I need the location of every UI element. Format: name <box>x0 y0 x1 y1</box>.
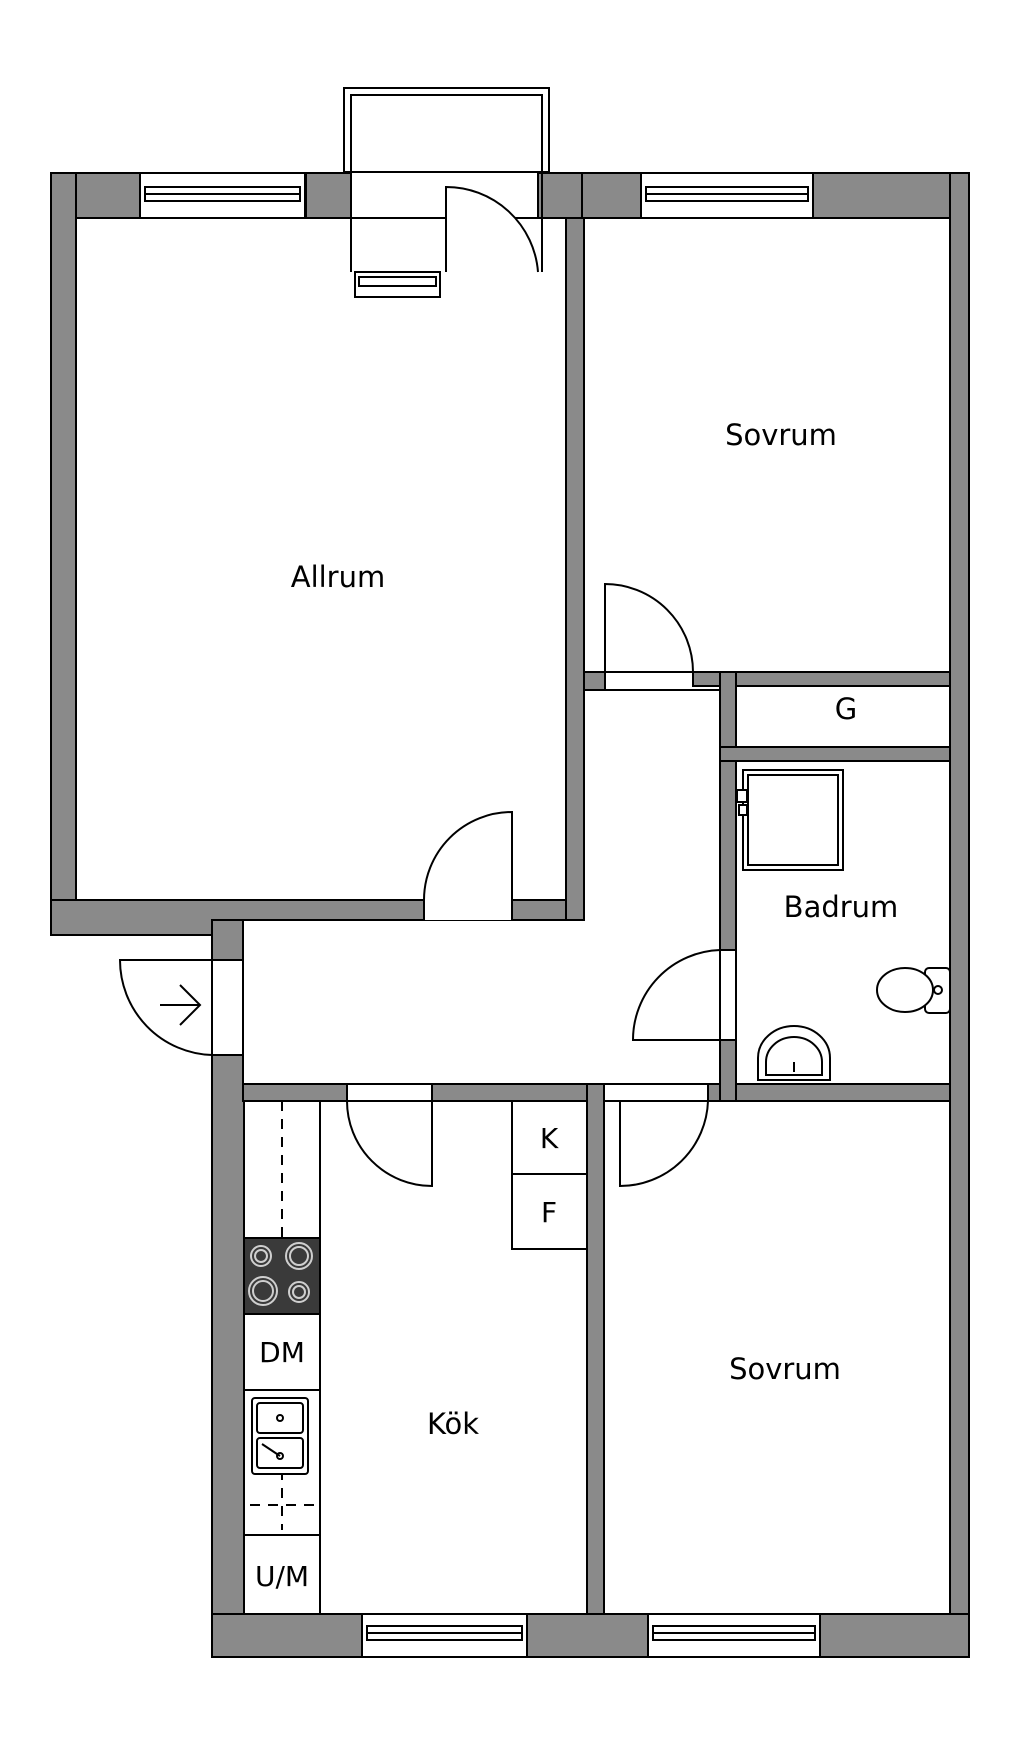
sink-kitchen-icon <box>251 1397 309 1475</box>
room-label-badrum: Badrum <box>784 890 899 924</box>
door-sovrum-top <box>604 582 695 673</box>
wall-allrum-sovrum <box>565 217 585 921</box>
toilet-icon <box>876 967 951 1014</box>
wall-west-stub-upper <box>211 919 244 961</box>
door-entrance <box>118 959 213 1057</box>
wall-west-lower <box>211 1054 245 1658</box>
door-sovrum-bottom <box>619 1100 710 1188</box>
window-sovrum-bottom <box>647 1613 821 1658</box>
room-label-allrum: Allrum <box>291 560 386 594</box>
door-balcony <box>445 185 539 273</box>
floor-sovrum-bottom <box>603 1100 951 1615</box>
arrow-icon <box>160 984 202 1026</box>
room-label-sovrum-bottom: Sovrum <box>729 1352 841 1386</box>
sink-bath-icon <box>757 1025 831 1081</box>
floor-allrum <box>75 217 567 901</box>
wall-hall-kok-mid <box>431 1083 604 1102</box>
fixture-label-k: K <box>540 1122 559 1155</box>
wall-wardrobe-bath <box>719 746 951 762</box>
wall-east <box>949 172 970 1658</box>
wall-south <box>211 1613 970 1658</box>
door-allrum <box>423 810 513 920</box>
fixture-label-um: U/M <box>255 1560 309 1593</box>
door-badrum <box>631 948 721 1041</box>
fixture-label-f: F <box>541 1196 557 1229</box>
wall-kok-sovrum <box>586 1083 605 1615</box>
stove-icon <box>243 1237 321 1315</box>
window-balcony-door <box>354 271 441 298</box>
room-label-kok: Kök <box>427 1407 479 1441</box>
window-sovrum-top <box>640 172 814 219</box>
wall-sovrum-south-stub <box>583 671 606 691</box>
fridge-freezer <box>511 1100 588 1250</box>
doors <box>118 185 721 1188</box>
wall-west-upper <box>50 172 77 936</box>
fixture-label-dm: DM <box>259 1336 305 1369</box>
room-floors <box>75 217 951 1615</box>
balcony <box>343 87 550 272</box>
wall-hall-sovrum-right <box>707 1083 951 1102</box>
wall-hall-bath <box>719 671 737 951</box>
floor-wardrobe <box>735 685 951 748</box>
door-kok <box>345 1100 433 1188</box>
room-label-sovrum-top: Sovrum <box>725 418 837 452</box>
wall-hall-bath-lower <box>719 1039 737 1102</box>
room-label-garderob: G <box>835 692 857 726</box>
shower <box>736 769 844 871</box>
window-allrum <box>139 172 306 219</box>
window-kok <box>361 1613 528 1658</box>
windows <box>139 172 821 1658</box>
wall-hall-kok-left <box>242 1083 348 1102</box>
